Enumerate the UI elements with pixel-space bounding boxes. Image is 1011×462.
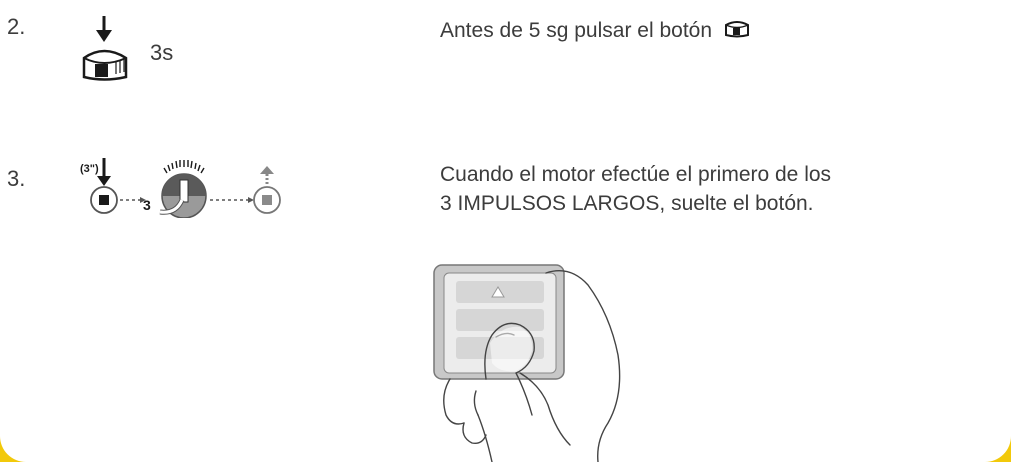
step-2-instruction-text: Antes de 5 sg pulsar el botón <box>440 19 713 42</box>
stop-button-icon <box>724 18 750 47</box>
press-button-3s-icon <box>82 16 128 81</box>
hold-jog-release-sequence: (3") 3 <box>80 158 281 218</box>
step-3-number: 3. <box>7 166 26 191</box>
hold-duration-label: (3") <box>80 163 99 175</box>
step-3-instruction: Cuando el motor efectúe el primero de lo… <box>440 160 831 218</box>
hand-remote-illustration <box>433 264 621 462</box>
release-up-arrow-icon <box>260 166 274 186</box>
step-3-instruction-line-1: Cuando el motor efectúe el primero de lo… <box>440 163 832 186</box>
step-2-duration-label: 3s <box>150 40 174 65</box>
step-3-instruction-line-2: 3 IMPULSOS LARGOS, suelte el botón. <box>440 192 814 215</box>
motor-jog-icon <box>159 160 207 218</box>
step-2-number: 2. <box>7 14 26 39</box>
step-2-instruction: Antes de 5 sg pulsar el botón <box>440 16 750 47</box>
jog-count-label: 3 <box>143 197 151 213</box>
